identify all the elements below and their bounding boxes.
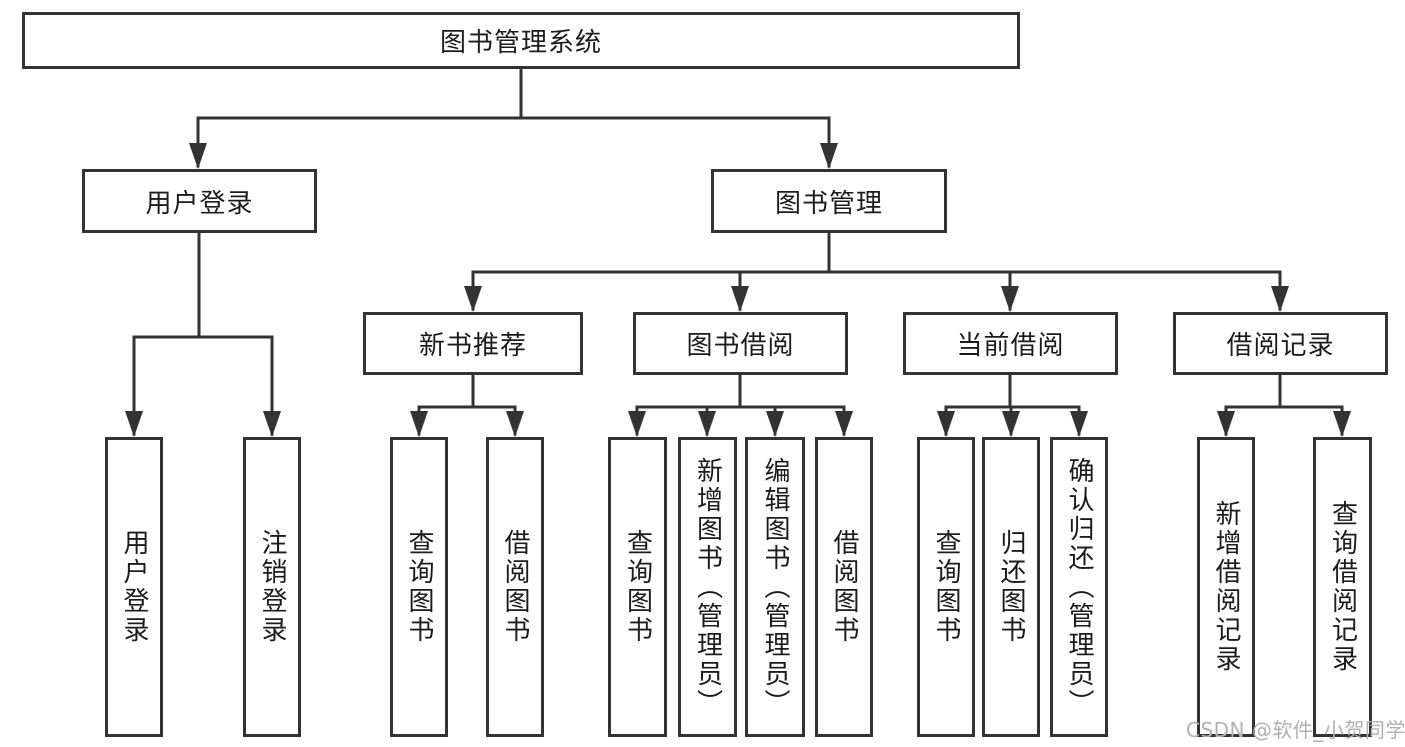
leaf-confirm-return-admin: 确认归还（管理员） [1050,437,1108,737]
node-label: 归还图书 [996,529,1026,645]
node-borrow-record: 借阅记录 [1173,312,1388,375]
node-label: 图书借阅 [686,331,795,361]
node-label: 用户登录 [145,188,254,219]
leaf-borrow-book: 借阅图书 [815,437,873,737]
leaf-query-borrow-record: 查询借阅记录 [1313,437,1372,737]
node-label: 查询借阅记录 [1327,500,1358,674]
leaf-query-book-recommend: 查询图书 [390,437,448,737]
node-book-management-branch: 图书管理 [711,169,947,233]
node-label: 当前借阅 [956,331,1065,361]
node-label: 查询图书 [404,529,434,645]
node-user-login-branch: 用户登录 [82,169,317,233]
leaf-add-borrow-record: 新增借阅记录 [1197,437,1255,737]
node-label: 查询图书 [622,529,653,645]
leaf-return-book: 归还图书 [982,437,1040,737]
node-label: 借阅记录 [1226,331,1335,361]
node-label: 图书管理 [774,188,883,219]
leaf-logout-login: 注销登录 [243,437,301,737]
leaf-add-book-admin: 新增图书（管理员） [678,437,737,737]
node-label: 新增借阅记录 [1211,500,1241,674]
node-root-system: 图书管理系统 [22,12,1020,69]
node-new-book-recommend: 新书推荐 [363,312,583,375]
leaf-query-book-borrow: 查询图书 [608,437,667,737]
node-label: 编辑图书（管理员） [760,456,790,718]
leaf-query-book-current: 查询图书 [917,437,975,737]
node-label: 借阅图书 [500,529,530,645]
leaf-edit-book-admin: 编辑图书（管理员） [745,437,805,737]
leaf-user-login: 用户登录 [105,437,163,737]
node-label: 图书管理系统 [439,28,602,58]
node-label: 注销登录 [257,529,287,645]
node-label: 借阅图书 [829,529,859,645]
node-current-borrow: 当前借阅 [903,312,1118,375]
node-label: 新书推荐 [418,331,527,361]
node-label: 新增图书（管理员） [692,456,723,718]
node-label: 查询图书 [931,529,961,645]
node-label: 用户登录 [119,529,149,645]
csdn-watermark: CSDN @软件_小贺同学 [1186,718,1405,742]
node-label: 确认归还（管理员） [1064,456,1094,718]
node-book-borrow: 图书借阅 [633,312,848,375]
leaf-borrow-book-recommend: 借阅图书 [486,437,544,737]
